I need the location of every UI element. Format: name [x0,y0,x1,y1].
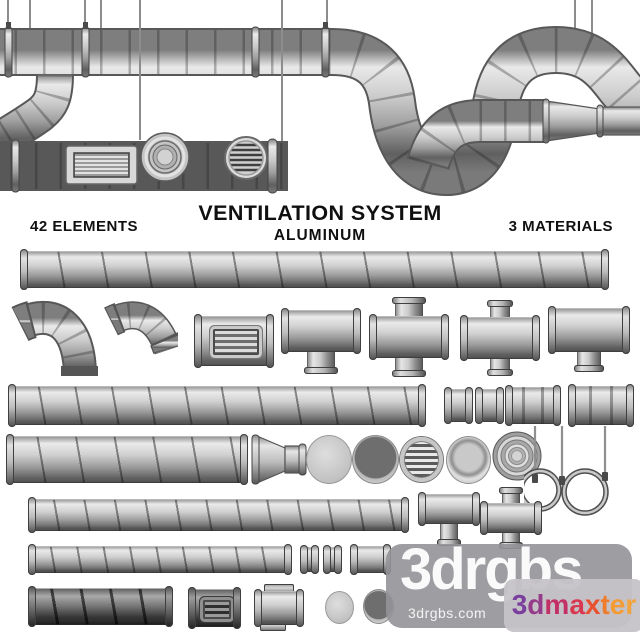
page-title: VENTILATION SYSTEM [198,201,442,225]
part-reducing-tee [548,306,630,372]
part-flanged-adapter [254,584,304,631]
long-rods [139,0,283,150]
part-coupler-ring-small [300,545,319,574]
vent-grille [213,329,259,355]
part-coupler-ring-small [323,545,342,574]
part-grille-duct [194,314,274,368]
part-tee [281,308,361,374]
page-subtitle: ALUMINUM [273,227,367,244]
part-end-cap-disc [306,435,352,484]
elements-count: 42 ELEMENTS [30,218,139,235]
rect-grille [65,145,138,185]
part-backdraft-damper-disc [352,435,399,484]
part-stacked-cone-cap [492,431,542,481]
part-cross-small [480,487,542,549]
part-reducing-cross [460,300,540,376]
materials-count: 3 MATERIALS [508,218,613,235]
part-sleeve [505,385,561,426]
partner-brand: 3dmaxter [504,579,640,632]
round-grille [224,136,268,180]
branch-elbow [0,73,74,163]
part-cone-reducer [251,434,307,485]
part-spiral-duct-medium [8,384,426,427]
part-spiral-duct-thin-long [28,497,409,533]
part-grille-duct-dark [188,587,241,629]
part-spiral-duct-long [20,249,609,290]
part-coupler-ring [475,387,504,424]
part-elbow-45 [104,301,178,355]
part-cap-disc-small [325,591,354,624]
part-tee-small [418,492,480,546]
part-round-grille-disc [400,437,443,482]
part-spiral-duct-dark [28,586,173,627]
round-diffuser [140,132,190,182]
watermark-site: 3drgbs.com [408,605,487,621]
part-sleeve-small [350,544,391,575]
part-hanger-rods-with-clamps [524,426,609,516]
reducer-duct [406,98,640,171]
part-sleeve [568,384,634,427]
part-spiral-duct-short [6,434,248,485]
part-coupler-ring [444,387,473,424]
part-recessed-cap-disc [446,436,491,484]
part-spiral-duct-thin-short [28,544,292,575]
part-cross-4way [369,297,449,377]
vent-grille-dark [203,600,231,619]
part-elbow-90 [11,300,98,377]
duct-assembly-illustration [0,0,640,197]
wall-duct [0,132,288,194]
